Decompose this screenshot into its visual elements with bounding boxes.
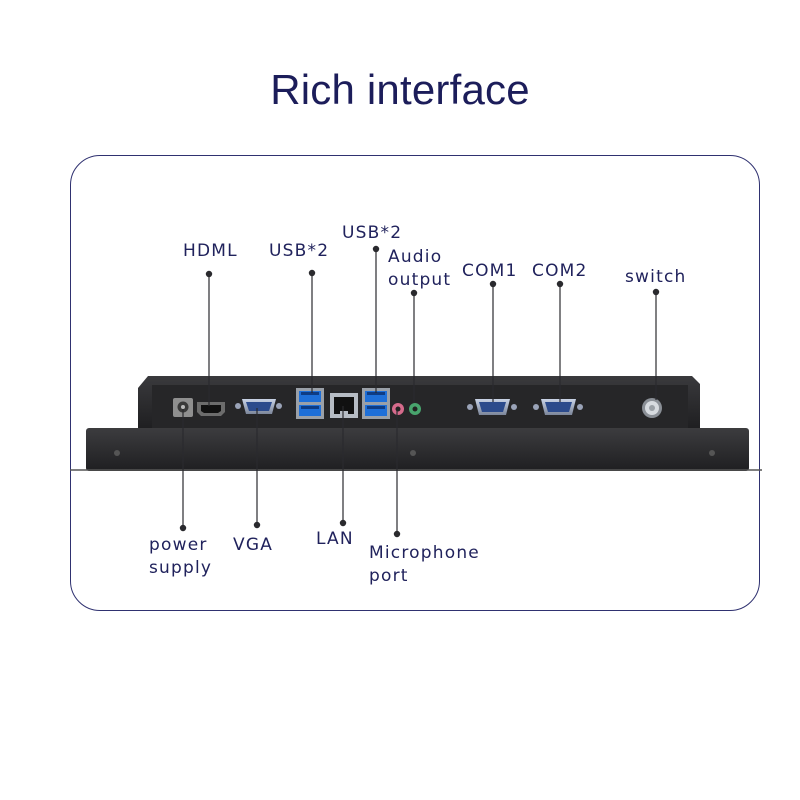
power-jack <box>173 398 193 417</box>
power-switch <box>642 398 662 418</box>
lan-port <box>330 393 358 418</box>
screw <box>114 450 120 456</box>
audio-output-jack <box>409 403 421 415</box>
label-usb-right: USB*2 <box>342 223 403 243</box>
usb-port-right <box>362 388 390 419</box>
label-power-line2: supply <box>149 558 213 578</box>
screw <box>709 450 715 456</box>
label-microphone-port: Microphone port <box>369 542 480 588</box>
label-usb-left: USB*2 <box>269 241 330 261</box>
label-audio-output: Audio output <box>388 246 451 292</box>
label-com2: COM2 <box>532 261 588 281</box>
diagram-frame <box>70 155 760 611</box>
microphone-jack <box>392 403 404 415</box>
hdmi-port <box>197 402 225 416</box>
leader-lines-top <box>205 245 660 406</box>
label-power-supply: power supply <box>149 534 212 580</box>
label-vga: VGA <box>233 535 274 555</box>
label-power-line1: power <box>149 535 208 555</box>
usb-port-left <box>296 388 324 419</box>
com1-port <box>467 399 517 415</box>
label-mic-line1: Microphone <box>369 543 480 563</box>
label-com1: COM1 <box>462 261 518 281</box>
label-mic-line2: port <box>369 566 409 586</box>
leader-lines-bottom <box>179 406 401 538</box>
screw <box>410 450 416 456</box>
com2-port <box>533 399 583 415</box>
vga-port <box>235 399 282 414</box>
label-switch: switch <box>625 267 687 287</box>
front-bezel <box>86 428 749 471</box>
label-audio-line1: Audio <box>388 247 443 267</box>
label-audio-line2: output <box>388 270 452 290</box>
label-hdmi: HDML <box>183 241 238 261</box>
page-title: Rich interface <box>270 66 530 113</box>
label-lan: LAN <box>316 529 354 549</box>
